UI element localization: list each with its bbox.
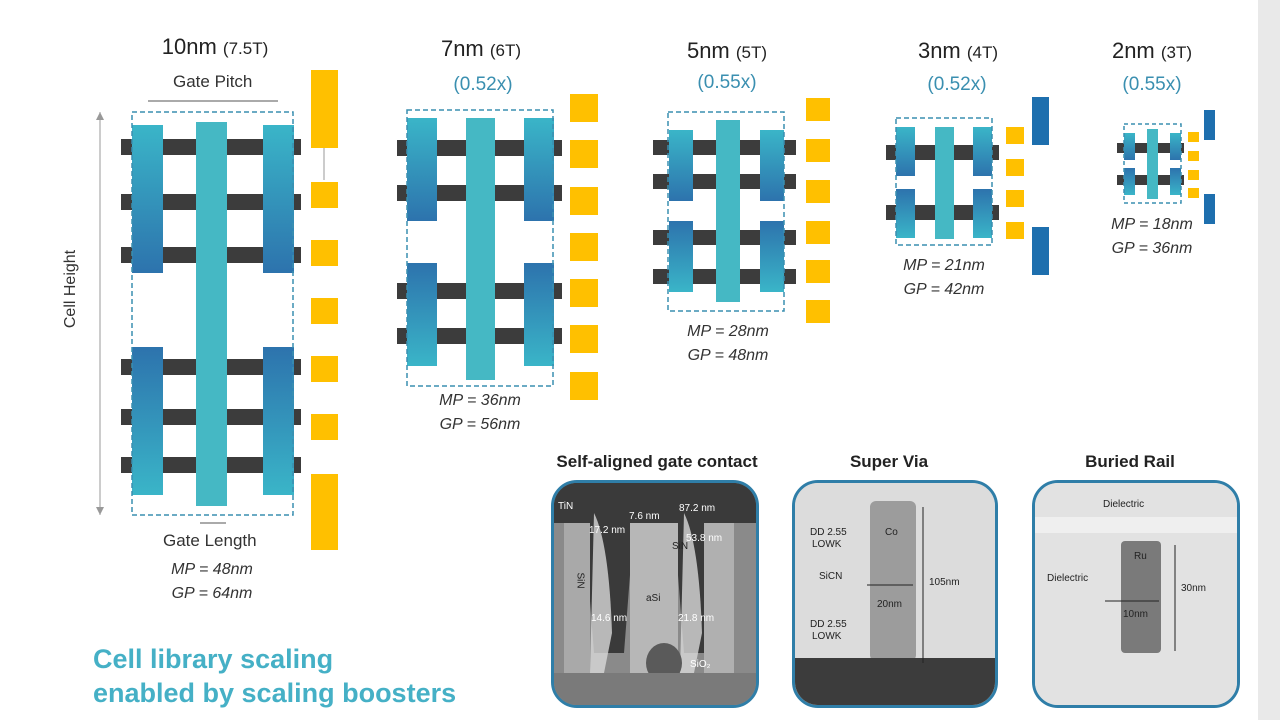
gate-pitch: GP = 48nm xyxy=(687,347,769,364)
tem-image-buried-rail: Dielectric Dielectric Ru 30nm 10nm xyxy=(1032,480,1240,708)
gate-length-label: Gate Length xyxy=(163,531,257,550)
tem-image-super-via: DD 2.55 LOWK Co SiCN 105nm 20nm DD 2.55 … xyxy=(792,480,998,708)
cell-height-label: Cell Height xyxy=(62,249,80,329)
cell-7nm xyxy=(397,94,598,400)
tem-annotation: Dielectric xyxy=(1047,573,1089,584)
tem-annotation: aSi xyxy=(646,593,661,604)
tem-annotation: DD 2.55 xyxy=(810,527,847,538)
gate-pitch: GP = 42nm xyxy=(903,281,985,298)
tem-annotation: SiN xyxy=(574,572,586,589)
cell-3nm xyxy=(886,97,1049,275)
node-tracks: (6T) xyxy=(489,41,522,60)
pitch-values-7nm: MP = 36nm GP = 56nm xyxy=(439,389,521,437)
cell-10nm xyxy=(96,70,338,550)
tem-annotation: 105nm xyxy=(929,577,960,588)
metal-pitch: MP = 18nm xyxy=(1111,216,1193,233)
tem-annotation: Dielectric xyxy=(1103,499,1145,510)
node-title-10nm: 10nm (7.5T) xyxy=(162,34,269,60)
scale-3nm: (0.52x) xyxy=(927,74,987,95)
node-tracks: (5T) xyxy=(735,43,768,62)
tem-annotation: 7.6 nm xyxy=(629,511,660,522)
image-title-super-via: Super Via xyxy=(849,452,929,471)
tem-annotation: DD 2.55 xyxy=(810,619,847,630)
tem-annotation: TiN xyxy=(558,501,574,512)
tem-annotation: LOWK xyxy=(812,539,842,550)
right-edge-bar xyxy=(1258,0,1280,720)
tem-annotation: Ru xyxy=(1134,551,1147,562)
footer-line-2: enabled by scaling boosters xyxy=(93,678,457,708)
gate-pitch-label: Gate Pitch xyxy=(173,72,253,91)
tem-annotation: SiO₂ xyxy=(690,659,711,670)
tem-annotation: LOWK xyxy=(812,631,842,642)
pitch-values-2nm: MP = 18nm GP = 36nm xyxy=(1111,213,1193,261)
node-name: 2nm xyxy=(1111,38,1155,63)
image-title-buried-rail: Buried Rail xyxy=(1085,452,1175,471)
metal-pitch: MP = 48nm xyxy=(171,561,253,578)
node-title-3nm: 3nm (4T) xyxy=(918,38,998,64)
tem-annotation: 17.2 nm xyxy=(589,525,626,536)
tem-annotation: 20nm xyxy=(877,599,903,610)
node-tracks: (4T) xyxy=(966,43,999,62)
tem-annotation: 30nm xyxy=(1181,583,1207,594)
node-title-7nm: 7nm (6T) xyxy=(441,36,521,62)
metal-pitch: MP = 36nm xyxy=(439,392,521,409)
tem-image-self-aligned-gate-contact: TiN 7.6 nm 87.2 nm 17.2 nm 53.8 nm SiN S… xyxy=(551,480,759,708)
pitch-values-3nm: MP = 21nm GP = 42nm xyxy=(903,254,985,302)
tem-annotation: 10nm xyxy=(1123,609,1149,620)
node-title-2nm: 2nm (3T) xyxy=(1112,38,1192,64)
cell-2nm xyxy=(1117,110,1215,224)
footer-caption: Cell library scaling enabled by scaling … xyxy=(93,642,456,710)
tem-annotation: 21.8 nm xyxy=(678,613,715,624)
tem-annotation: Co xyxy=(885,527,898,538)
cell-5nm xyxy=(653,98,830,323)
tem-annotation: SiN xyxy=(672,541,689,552)
node-name: 7nm xyxy=(440,36,484,61)
node-title-5nm: 5nm (5T) xyxy=(687,38,767,64)
pitch-values-10nm: MP = 48nm GP = 64nm xyxy=(171,558,253,606)
node-tracks: (3T) xyxy=(1160,43,1193,62)
node-name: 3nm xyxy=(917,38,961,63)
tem-annotation: 87.2 nm xyxy=(679,503,716,514)
tem-sagc-graphic xyxy=(554,483,756,705)
pitch-values-5nm: MP = 28nm GP = 48nm xyxy=(687,320,769,368)
footer-line-1: Cell library scaling xyxy=(93,644,334,674)
node-name: 10nm xyxy=(161,34,217,59)
metal-pitch: MP = 28nm xyxy=(687,323,769,340)
scale-2nm: (0.55x) xyxy=(1122,74,1182,95)
tem-annotation: SiCN xyxy=(819,571,843,582)
image-title-sagc: Self-aligned gate contact xyxy=(556,452,758,471)
tem-annotation: 14.6 nm xyxy=(591,613,628,624)
scale-7nm: (0.52x) xyxy=(453,74,513,95)
node-name: 5nm xyxy=(686,38,730,63)
metal-pitch: MP = 21nm xyxy=(903,257,985,274)
gate-pitch: GP = 56nm xyxy=(439,416,521,433)
tem-super-via-graphic xyxy=(795,483,995,705)
tem-buried-rail-graphic xyxy=(1035,483,1237,705)
scale-5nm: (0.55x) xyxy=(697,72,757,93)
node-tracks: (7.5T) xyxy=(222,39,269,58)
gate-pitch: GP = 36nm xyxy=(1111,240,1193,257)
gate-pitch: GP = 64nm xyxy=(171,585,253,602)
tem-annotation: 53.8 nm xyxy=(686,533,723,544)
